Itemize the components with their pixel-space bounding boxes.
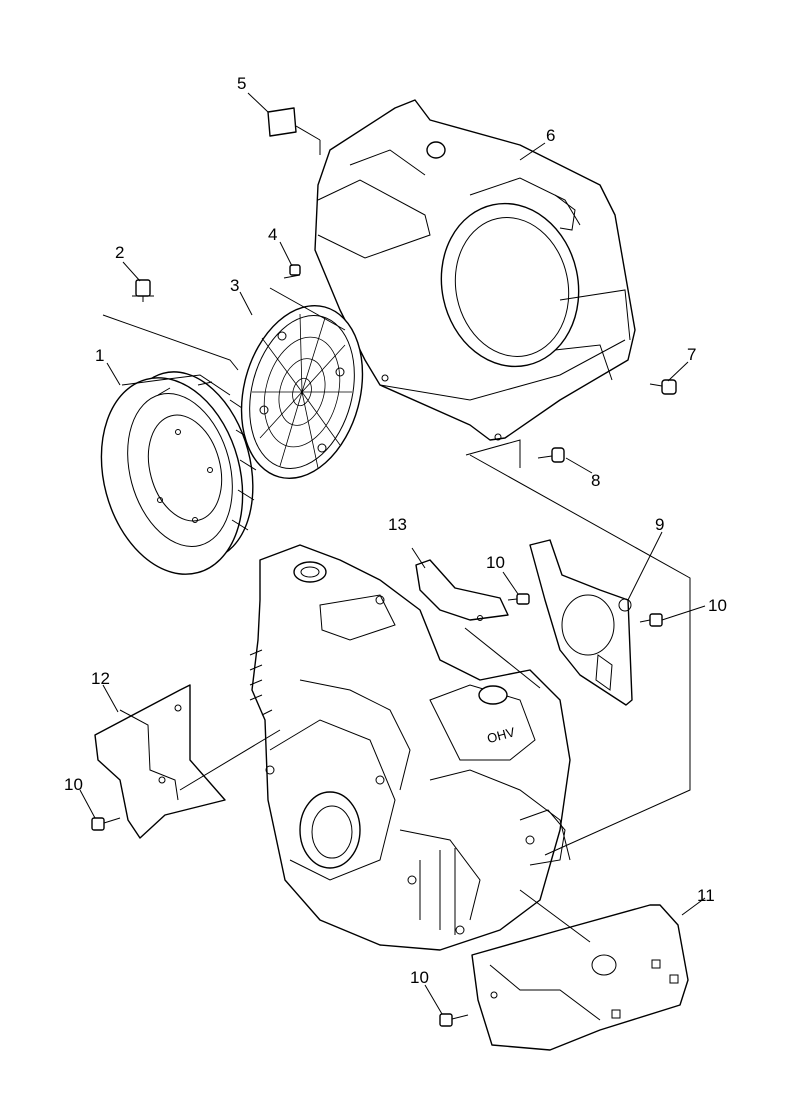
grille-screen-part-3 <box>240 304 364 480</box>
bolt-part-10-a <box>507 593 530 605</box>
callout-1: 1 <box>95 346 104 365</box>
callout-10-a: 10 <box>486 553 505 572</box>
callout-10-b: 10 <box>708 596 727 615</box>
callout-5: 5 <box>237 74 246 93</box>
callout-10-d: 10 <box>410 968 429 987</box>
cylinder-cover-part-9 <box>529 539 633 706</box>
callout-10-c: 10 <box>64 775 83 794</box>
bolt-part-4 <box>283 264 301 279</box>
callout-13: 13 <box>388 515 407 534</box>
callout-9: 9 <box>655 515 664 534</box>
callout-8: 8 <box>591 471 600 490</box>
callout-12: 12 <box>91 669 110 688</box>
callout-11: 11 <box>697 886 715 905</box>
bolt-part-10-d <box>439 1013 469 1027</box>
label-decal-part-5 <box>267 107 297 137</box>
bolt-part-8 <box>537 447 565 463</box>
bolt-part-2 <box>132 279 154 302</box>
callout-4: 4 <box>268 225 277 244</box>
bolt-part-10-c <box>91 817 121 831</box>
callout-3: 3 <box>230 276 239 295</box>
bolt-part-10-b <box>639 613 663 627</box>
bolt-part-7 <box>649 379 677 395</box>
baffle-part-12 <box>94 684 226 839</box>
callout-2: 2 <box>115 243 124 262</box>
callout-labels: 5 6 2 4 3 1 7 8 13 10 9 10 12 10 11 10 <box>64 74 727 987</box>
baffle-part-13 <box>415 559 509 621</box>
fan-housing-part-6 <box>314 99 636 441</box>
engine-block: OHV <box>249 544 571 951</box>
callout-7: 7 <box>687 345 696 364</box>
ohv-marking: OHV <box>485 724 516 746</box>
leader-lines <box>79 92 706 1015</box>
callout-6: 6 <box>546 126 555 145</box>
lower-cover-part-11 <box>471 904 689 1051</box>
flywheel-part-1 <box>100 371 257 575</box>
